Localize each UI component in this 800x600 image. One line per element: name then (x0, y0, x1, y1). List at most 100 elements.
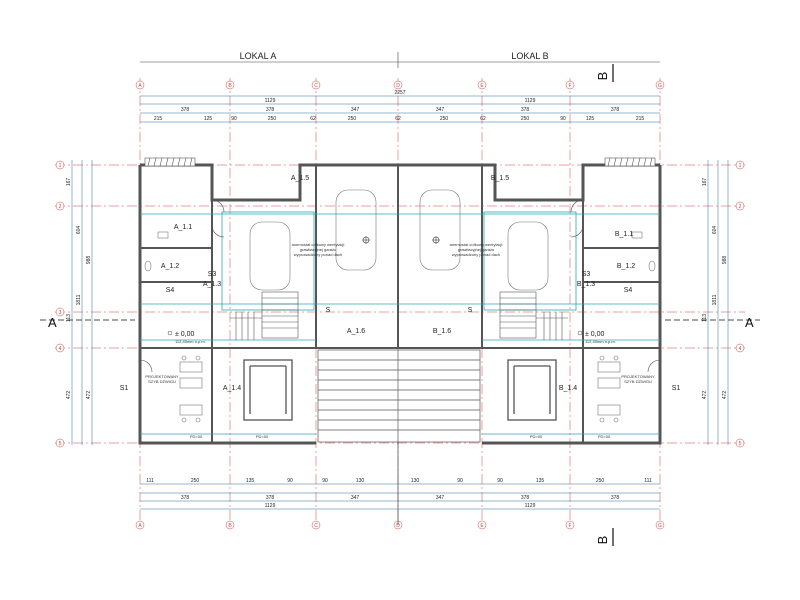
svg-text:C: C (314, 523, 318, 529)
dimension-lines-bottom (140, 483, 660, 510)
dimension-lines-left (71, 160, 93, 445)
svg-text:250: 250 (596, 478, 605, 484)
door-tag-3: PD=00 (530, 434, 543, 439)
grid-bubbles-left: 1 2 3 4 5 (55, 160, 65, 448)
svg-text:604: 604 (76, 226, 82, 235)
svg-text:B: B (228, 83, 232, 89)
svg-text:250: 250 (268, 116, 277, 122)
svg-text:347: 347 (436, 495, 445, 501)
svg-text:347: 347 (351, 495, 360, 501)
dim-bottom-half-right: 1129 (525, 503, 536, 509)
svg-text:F: F (568, 523, 571, 529)
svg-text:B: B (595, 536, 610, 545)
furniture-b (597, 355, 621, 423)
svg-text:250: 250 (521, 116, 530, 122)
room-label-s1-a: S1 (120, 385, 129, 392)
header-lokal-b: LOKAL B (511, 51, 548, 61)
svg-text:PROJEKTOWANY: PROJEKTOWANY (621, 374, 655, 379)
room-label-a-1-5: A_1.5 (291, 175, 309, 182)
door-swings (139, 199, 661, 373)
svg-text:SZYB DŹWIGU: SZYB DŹWIGU (148, 379, 176, 384)
room-label-s-b: S (468, 307, 473, 314)
svg-text:112,40mm n.p.m.: 112,40mm n.p.m. (175, 339, 206, 344)
svg-text:B: B (595, 72, 610, 81)
grid-bubbles-bottom: A B C D E F G (135, 520, 665, 530)
grid-bubbles-top: A B C D E F G (135, 80, 665, 90)
door-tag-4: PD=00 (598, 434, 611, 439)
svg-text:D: D (396, 83, 400, 89)
svg-text:5: 5 (739, 441, 742, 447)
staircase-b (499, 291, 568, 340)
note-ventilation-a: anemostat cofkowy wentylacji grawitacyjn… (292, 242, 345, 257)
room-label-b-1-1: B_1.1 (615, 231, 633, 238)
room-label-a-1-1: A_1.1 (174, 224, 192, 231)
dims-top-row4: 215 125 90 250 62 250 62 250 62 250 90 1… (154, 116, 645, 122)
svg-text:4: 4 (59, 346, 62, 352)
door-tag-1: PD=00 (190, 434, 203, 439)
svg-text:± 0,00: ± 0,00 (175, 331, 195, 338)
svg-text:D: D (396, 523, 400, 529)
svg-text:250: 250 (440, 116, 449, 122)
svg-text:135: 135 (536, 478, 545, 484)
svg-text:90: 90 (231, 116, 237, 122)
svg-text:A: A (138, 523, 142, 529)
room-label-s4-a: S4 (166, 287, 175, 294)
svg-text:378: 378 (611, 495, 620, 501)
furniture-a (179, 355, 203, 423)
section-mark-a-left: A (40, 315, 135, 330)
svg-text:E: E (480, 523, 484, 529)
svg-text:378: 378 (181, 107, 190, 113)
svg-text:988: 988 (86, 256, 92, 265)
elevator-shaft-b (507, 359, 557, 421)
section-mark-b-top: B (595, 64, 614, 82)
balcony-hatch-right (604, 157, 656, 167)
header-lokal-a: LOKAL A (240, 51, 277, 61)
svg-text:1: 1 (739, 163, 742, 169)
dims-right-values: 167 604 988 113 1811 472 472 (702, 178, 728, 400)
svg-text:1811: 1811 (712, 294, 718, 305)
svg-text:347: 347 (351, 107, 360, 113)
svg-text:anemostat cofkowy wentylacji: anemostat cofkowy wentylacji (450, 242, 503, 247)
svg-text:112,40mm n.p.m.: 112,40mm n.p.m. (585, 339, 616, 344)
room-label-a-1-2: A_1.2 (161, 263, 179, 270)
section-mark-b-bottom: B (595, 528, 614, 546)
svg-text:90: 90 (497, 478, 503, 484)
room-label-a-1-4: A_1.4 (223, 385, 241, 392)
room-label-s3-a: S3 (208, 271, 217, 278)
svg-text:B: B (228, 523, 232, 529)
svg-text:472: 472 (66, 391, 72, 400)
room-label-s-a: S (326, 307, 331, 314)
svg-text:378: 378 (521, 107, 530, 113)
note-elevator-b: PROJEKTOWANY SZYB DŹWIGU (621, 374, 655, 384)
note-ventilation-b: anemostat cofkowy wentylacji grawitacyjn… (450, 242, 503, 257)
svg-text:113: 113 (66, 314, 72, 322)
balcony-hatch-left (144, 157, 196, 167)
svg-text:4: 4 (739, 346, 742, 352)
level-mark-a: ± 0,00 112,40mm n.p.m. (167, 330, 206, 344)
dims-bottom-row1: 111 250 135 90 90 130 130 90 90 135 250 … (146, 478, 652, 484)
room-label-a-1-6: A_1.6 (347, 328, 365, 335)
svg-text:135: 135 (246, 478, 255, 484)
door-tag-2: PD=00 (256, 434, 269, 439)
svg-text:215: 215 (154, 116, 163, 122)
svg-text:130: 130 (411, 478, 420, 484)
svg-text:472: 472 (702, 391, 708, 400)
central-stair-hatch (317, 349, 481, 443)
svg-text:215: 215 (636, 116, 645, 122)
svg-text:A: A (48, 315, 57, 330)
svg-text:3: 3 (59, 310, 62, 316)
svg-text:250: 250 (191, 478, 200, 484)
grid-bubbles-right: 1 2 4 5 (735, 160, 745, 448)
svg-text:F: F (568, 83, 571, 89)
svg-text:378: 378 (181, 495, 190, 501)
dimension-lines-right (707, 160, 729, 445)
svg-text:130: 130 (356, 478, 365, 484)
svg-text:C: C (314, 83, 318, 89)
svg-text:90: 90 (560, 116, 566, 122)
svg-text:E: E (480, 83, 484, 89)
svg-text:grawitacyjnej garażu: grawitacyjnej garażu (300, 247, 336, 252)
svg-text:± 0,00: ± 0,00 (585, 331, 605, 338)
svg-text:2: 2 (739, 204, 742, 210)
room-label-s4-b: S4 (624, 287, 633, 294)
